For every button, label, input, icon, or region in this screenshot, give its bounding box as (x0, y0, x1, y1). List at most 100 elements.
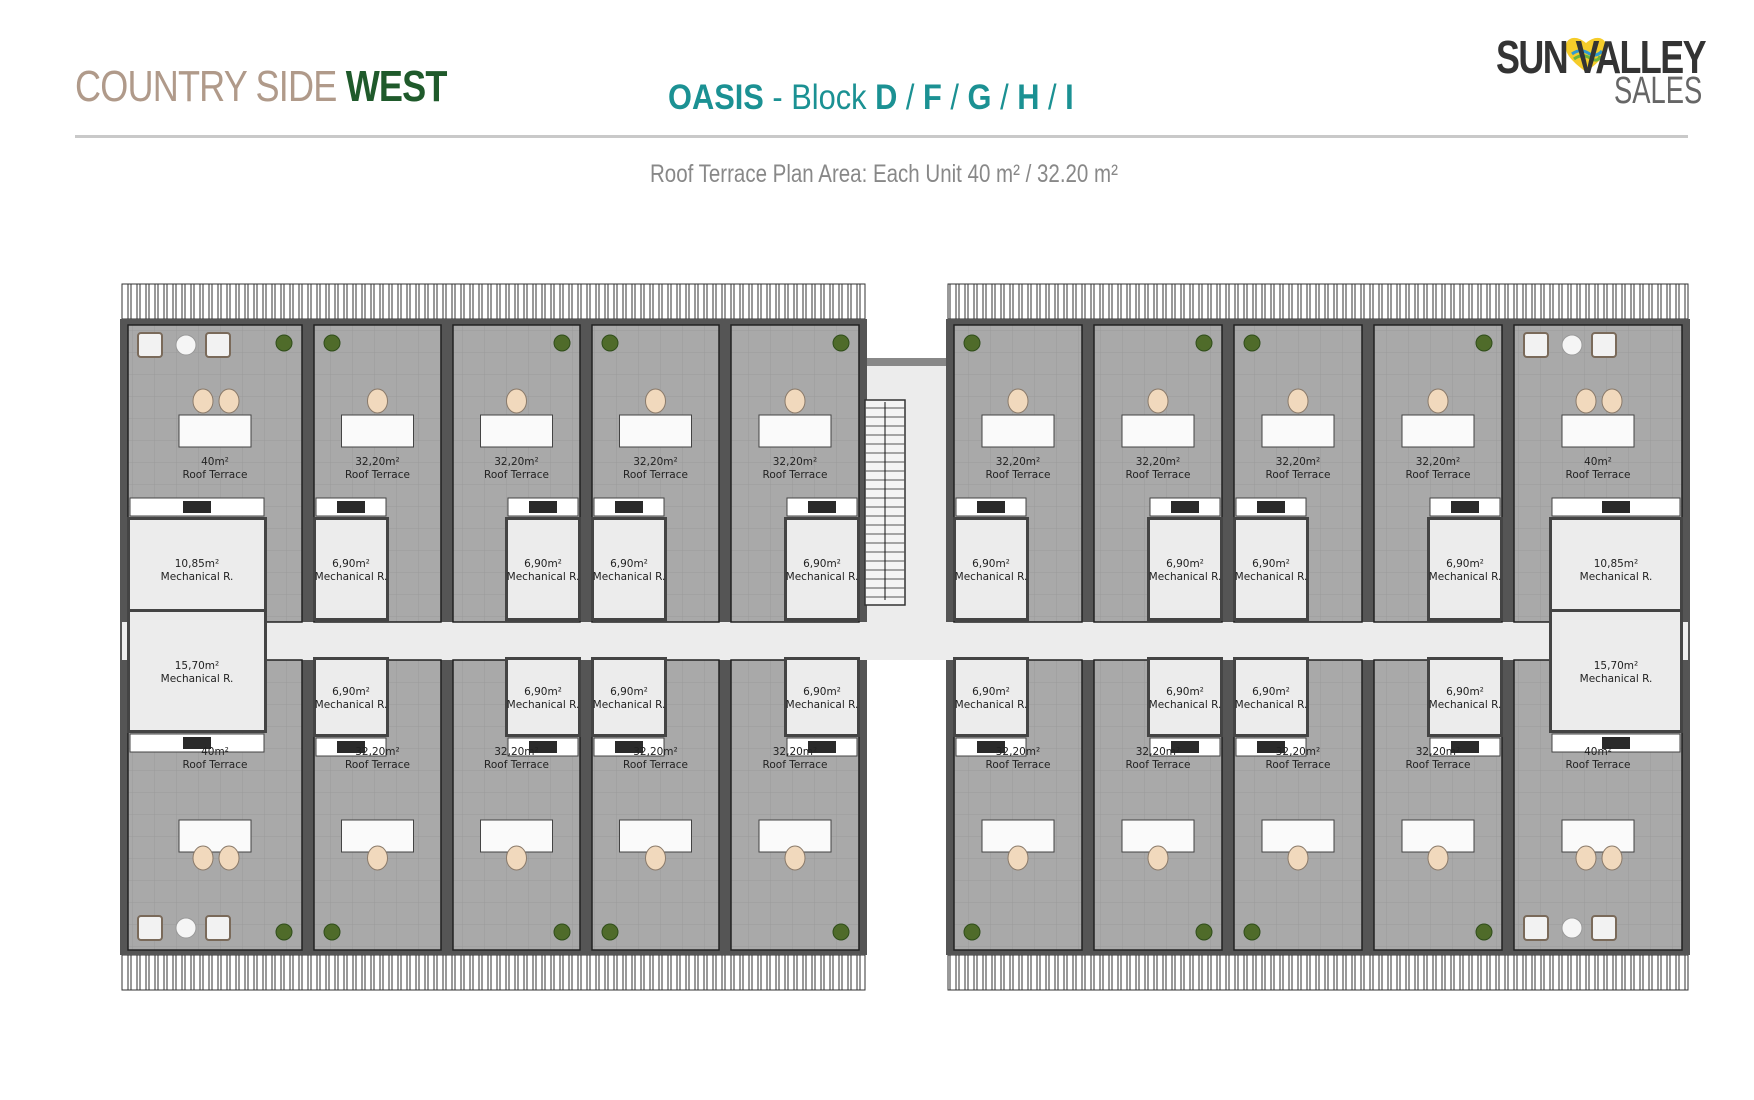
block-divider: / (897, 78, 924, 117)
mech-name-label: Mechanical R. (161, 571, 234, 583)
sink-icon (1451, 501, 1479, 513)
mechanical-room (316, 520, 386, 618)
mech-area-label: 6,90m² (972, 558, 1010, 570)
terrace-name-label: Roof Terrace (1406, 759, 1471, 771)
mech-name-label: Mechanical R. (1235, 699, 1308, 711)
project-title-light: COUNTRY SIDE (75, 62, 337, 111)
terrace-area-label: 32,20m² (1416, 746, 1461, 758)
stool-icon (1601, 845, 1623, 871)
plant-icon (601, 334, 619, 352)
counter (619, 414, 692, 448)
plant-icon (601, 923, 619, 941)
counter (1401, 414, 1475, 448)
terrace-area-label: 32,20m² (1276, 456, 1321, 468)
sink-icon (808, 501, 836, 513)
counter (178, 819, 252, 853)
terrace-name-label: Roof Terrace (1406, 469, 1471, 481)
sink-icon (1171, 501, 1199, 513)
mech-name-label: Mechanical R. (1580, 571, 1653, 583)
mechanical-room (1552, 520, 1680, 618)
sink-icon (977, 741, 1005, 753)
plant-icon (832, 334, 850, 352)
mech-name-label: Mechanical R. (1149, 571, 1222, 583)
mech-name-label: Mechanical R. (955, 571, 1028, 583)
stool-icon (1427, 845, 1449, 871)
side-table-icon (175, 917, 197, 939)
stool-icon (1575, 845, 1597, 871)
counter (1261, 414, 1335, 448)
armchair-icon (1591, 332, 1617, 358)
mechanical-room (594, 660, 664, 734)
mechanical-room (787, 660, 857, 734)
counter (480, 414, 553, 448)
mechanical-room (594, 520, 664, 618)
mech-area-label: 6,90m² (1446, 558, 1484, 570)
project-title-bold: WEST (345, 62, 448, 111)
mech-name-label: Mechanical R. (593, 699, 666, 711)
plant-icon (1243, 334, 1261, 352)
mech-name-label: Mechanical R. (1235, 571, 1308, 583)
mech-area-label: 6,90m² (524, 686, 562, 698)
stool-icon (218, 845, 240, 871)
armchair-icon (1591, 915, 1617, 941)
mech-name-label: Mechanical R. (593, 571, 666, 583)
block-label: Block (791, 78, 867, 117)
mech-area-label: 6,90m² (610, 558, 648, 570)
sink-icon (977, 501, 1005, 513)
mechanical-room (1150, 520, 1220, 618)
mechanical-room (508, 660, 578, 734)
block-letter: F (923, 78, 942, 117)
mech-area-label: 6,90m² (1166, 686, 1204, 698)
mech-area-label: 6,90m² (332, 686, 370, 698)
plant-icon (1195, 334, 1213, 352)
mech-name-label: Mechanical R. (315, 699, 388, 711)
terrace-area-label: 32,20m² (494, 456, 539, 468)
plant-icon (1475, 334, 1493, 352)
plant-icon (1195, 923, 1213, 941)
mech-area-label: 6,90m² (1446, 686, 1484, 698)
central-corridor-floor (122, 622, 1688, 660)
terrace-name-label: Roof Terrace (1566, 759, 1631, 771)
terrace-name-label: Roof Terrace (986, 759, 1051, 771)
sink-icon (1257, 741, 1285, 753)
stool-icon (1007, 845, 1029, 871)
mech-area-label: 6,90m² (610, 686, 648, 698)
plant-icon (275, 923, 293, 941)
side-table-icon (1561, 334, 1583, 356)
counter (981, 414, 1055, 448)
side-table-icon (175, 334, 197, 356)
mechanical-room (1236, 660, 1306, 734)
top-railing (121, 283, 866, 320)
header-divider (75, 135, 1688, 138)
counter (1561, 414, 1635, 448)
mechanical-room (316, 660, 386, 734)
armchair-icon (205, 332, 231, 358)
block-divider: / (1039, 78, 1066, 117)
mech-area-label: 15,70m² (175, 660, 220, 672)
block-name: OASIS (668, 78, 764, 117)
sink-icon (529, 501, 557, 513)
mech-area-label: 6,90m² (1166, 558, 1204, 570)
sink-icon (615, 501, 643, 513)
terrace-name-label: Roof Terrace (1566, 469, 1631, 481)
plant-icon (832, 923, 850, 941)
counter (758, 414, 832, 448)
terrace-area-label: 40m² (201, 746, 229, 758)
mechanical-room (1150, 660, 1220, 734)
stool-icon (192, 388, 214, 414)
counter (1561, 819, 1635, 853)
bottom-railing (947, 954, 1689, 991)
mechanical-room (1430, 660, 1500, 734)
terrace-name-label: Roof Terrace (345, 759, 410, 771)
mech-area-label: 6,90m² (803, 686, 841, 698)
terrace-area-label: 32,20m² (494, 746, 539, 758)
logo-bottom-text: SALES (1614, 70, 1703, 112)
